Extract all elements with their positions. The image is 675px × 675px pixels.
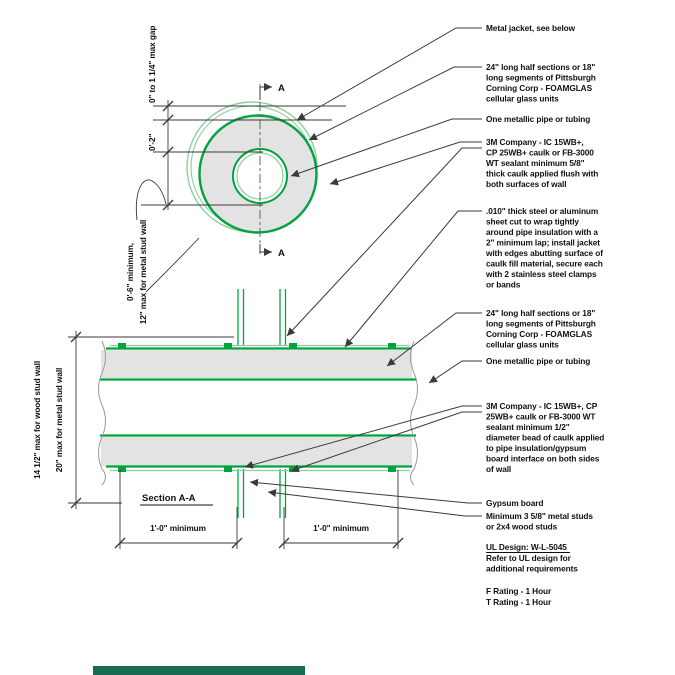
leader-foamglas-section <box>386 312 482 367</box>
svg-text:Minimum 3 5/8" metal studs: Minimum 3 5/8" metal studs <box>486 511 593 521</box>
section-marker-bottom-label: A <box>278 248 285 259</box>
svg-text:both surfaces of wall: both surfaces of wall <box>486 179 566 189</box>
svg-text:cellular glass units: cellular glass units <box>486 340 559 350</box>
plan-dim-curved-leader-2 <box>145 237 200 293</box>
svg-text:long segments of Pittsburgh: long segments of Pittsburgh <box>486 319 596 329</box>
svg-text:caulk fill material, secure ea: caulk fill material, secure each <box>486 259 603 269</box>
ul-design-title: UL Design: W-L-5045 <box>486 542 567 552</box>
section-bottom-dimension-right: 1'-0" minimum <box>278 470 404 549</box>
leader-caulk-bead-left <box>244 405 482 469</box>
leader-gypsum-board <box>249 478 482 504</box>
break-line-right <box>410 340 418 486</box>
svg-text:CP 25WB+ caulk or FB-3000: CP 25WB+ caulk or FB-3000 <box>486 148 594 158</box>
callout-pipe-plan: One metallic pipe or tubing <box>486 114 590 124</box>
svg-text:or bands: or bands <box>486 280 521 290</box>
leader-caulk-plan <box>329 141 482 186</box>
svg-text:to pipe insulation/gypsum: to pipe insulation/gypsum <box>486 443 586 453</box>
section-title-text: Section A-A <box>142 493 196 504</box>
leader-metal-jacket <box>296 27 482 121</box>
section-insulation-top <box>101 350 412 378</box>
callout-texts: Metal jacket, see below 24" long half se… <box>485 23 604 532</box>
plan-dimensions: 0" to 1 1/4" max gap 0'-2" 0'-6" minimum… <box>125 26 346 325</box>
plan-dim-gap-label: 0" to 1 1/4" max gap <box>147 26 157 103</box>
callout-gypsum-board: Gypsum board <box>486 498 543 508</box>
plan-view: A A 0" to 1 1/4" max gap 0'-2" 0'-6" min… <box>125 26 346 325</box>
break-line-left <box>98 340 106 486</box>
svg-text:diameter bead of caulk applied: diameter bead of caulk applied <box>486 433 604 443</box>
svg-text:around pipe insulation with a: around pipe insulation with a <box>486 227 598 237</box>
ul-design-line3: additional requirements <box>486 564 578 574</box>
svg-text:25WB+ caulk or FB-3000 WT: 25WB+ caulk or FB-3000 WT <box>486 412 595 422</box>
dim-bottom-left-label: 1'-0" minimum <box>150 523 206 533</box>
leader-pipe-section <box>428 360 482 384</box>
callout-caulk-plan: 3M Company - IC 15WB+, CP 25WB+ caulk or… <box>486 137 598 189</box>
svg-text:cellular glass units: cellular glass units <box>486 94 559 104</box>
svg-text:24" long half sections or 18": 24" long half sections or 18" <box>486 308 595 318</box>
callout-metal-jacket: Metal jacket, see below <box>486 23 576 33</box>
callout-foamglas-plan: 24" long half sections or 18" long segme… <box>486 62 596 104</box>
svg-text:24" long half sections or 18": 24" long half sections or 18" <box>486 62 595 72</box>
plan-dim-curved-leader-1 <box>135 179 167 221</box>
leader-caulk-wall-surface <box>286 147 482 337</box>
callout-foamglas-section: 24" long half sections or 18" long segme… <box>486 308 596 350</box>
section-insulation-bottom <box>101 437 412 466</box>
leader-lines <box>244 27 482 517</box>
svg-text:with 2 stainless steel clamps: with 2 stainless steel clamps <box>485 269 597 279</box>
plan-dim-pipe-label-2: 12" max for metal stud wall <box>138 220 148 325</box>
notes-block: UL Design: W-L-5045 Refer to UL design f… <box>486 542 578 607</box>
leader-foamglas-plan <box>308 66 482 141</box>
svg-text:.010" thick steel or aluminum: .010" thick steel or aluminum <box>486 206 598 216</box>
section-marker-bottom: A <box>259 244 285 259</box>
leader-caulk-bead-right <box>290 411 482 473</box>
svg-text:3M Company - IC 15WB+,: 3M Company - IC 15WB+, <box>486 137 584 147</box>
section-view: 14 1/2" max for wood stud wall 20" max f… <box>32 289 418 549</box>
section-dim-metal-label: 20" max for metal stud wall <box>54 368 64 473</box>
callout-caulk-bead: 3M Company - IC 15WB+, CP 25WB+ caulk or… <box>486 401 604 474</box>
section-marker-top: A <box>259 83 285 100</box>
callout-jacket-sheet: .010" thick steel or aluminum sheet cut … <box>485 206 603 290</box>
plan-dim-insulation-label: 0'-2" <box>147 133 157 151</box>
section-dim-wood-label: 14 1/2" max for wood stud wall <box>32 361 42 479</box>
leader-jacket-sheet <box>344 210 482 348</box>
svg-text:sealant minimum 1/2": sealant minimum 1/2" <box>486 422 570 432</box>
ul-design-line2: Refer to UL design for <box>486 553 572 563</box>
section-title: Section A-A <box>140 493 213 506</box>
callout-studs: Minimum 3 5/8" metal studs or 2x4 wood s… <box>486 511 594 532</box>
svg-text:with edges abutting surface of: with edges abutting surface of <box>485 248 603 258</box>
svg-text:Corning Corp - FOAMGLAS: Corning Corp - FOAMGLAS <box>486 329 593 339</box>
svg-text:Corning Corp - FOAMGLAS: Corning Corp - FOAMGLAS <box>486 83 593 93</box>
svg-text:WT sealant minimum 5/8": WT sealant minimum 5/8" <box>486 158 585 168</box>
leader-studs <box>267 488 482 517</box>
dim-bottom-right-label: 1'-0" minimum <box>313 523 369 533</box>
svg-text:thick caulk applied flush with: thick caulk applied flush with <box>486 169 598 179</box>
callout-pipe-section: One metallic pipe or tubing <box>486 356 590 366</box>
svg-text:board interface on both sides: board interface on both sides <box>486 454 600 464</box>
section-marker-top-label: A <box>278 83 285 94</box>
wall-upper <box>237 289 287 346</box>
svg-text:2" minimum lap; install jacket: 2" minimum lap; install jacket <box>486 238 600 248</box>
bottom-green-bar <box>93 666 305 675</box>
svg-text:or 2x4 wood studs: or 2x4 wood studs <box>486 522 558 532</box>
svg-text:3M Company - IC 15WB+, CP: 3M Company - IC 15WB+, CP <box>486 401 598 411</box>
t-rating: T Rating - 1 Hour <box>486 597 552 607</box>
plan-dim-pipe-label-1: 0'-6" minimum, <box>125 243 135 301</box>
leader-pipe-plan <box>290 118 482 178</box>
section-left-dimension: 14 1/2" max for wood stud wall 20" max f… <box>32 331 234 509</box>
f-rating: F Rating - 1 Hour <box>486 586 552 596</box>
svg-text:long segments of Pittsburgh: long segments of Pittsburgh <box>486 73 596 83</box>
svg-text:of wall: of wall <box>486 464 511 474</box>
svg-text:sheet cut to wrap tightly: sheet cut to wrap tightly <box>486 217 579 227</box>
section-bottom-dimension-left: 1'-0" minimum <box>114 470 243 549</box>
